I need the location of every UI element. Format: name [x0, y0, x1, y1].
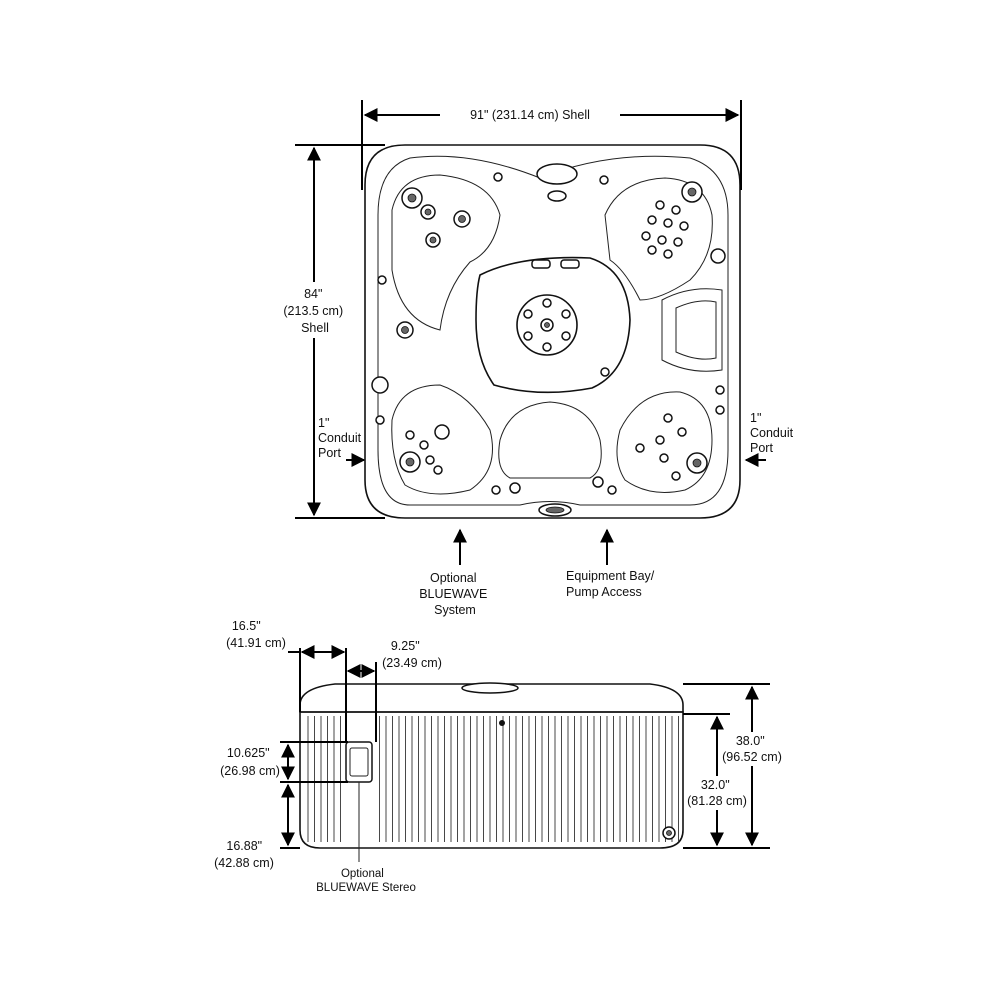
conduit-port-right-label: 1" Conduit Port	[750, 411, 797, 455]
seat-top-left	[391, 174, 501, 331]
cabinet-ribs	[307, 716, 679, 842]
bluewave-system-label: Optional BLUEWAVE System	[419, 571, 491, 617]
dim-38-label: 38.0" (96.52 cm)	[722, 734, 782, 764]
width-label: 91" (231.14 cm) Shell	[470, 108, 590, 122]
jets-top-left	[377, 172, 503, 339]
jets-bottom-left	[371, 376, 521, 495]
top-view: 91" (231.14 cm) Shell 84" (213.5 cm) She…	[268, 100, 797, 617]
seat-bottom-left	[391, 384, 493, 495]
dim-10-625-label: 10.625" (26.98 cm)	[220, 746, 280, 778]
top-console	[531, 163, 580, 269]
side-bluewave-speaker	[461, 682, 519, 694]
height-label: 84" (213.5 cm) Shell	[283, 287, 346, 335]
equipment-bay-label: Equipment Bay/ Pump Access	[566, 569, 658, 599]
jets-bottom-right	[592, 367, 725, 495]
conduit-port-left-label: 1" Conduit Port	[318, 416, 365, 460]
side-top-lip	[299, 683, 684, 713]
bluewave-system-speaker	[538, 503, 572, 517]
seat-top-right	[604, 177, 713, 301]
side-cabinet	[299, 711, 684, 849]
side-access-dot	[499, 720, 505, 726]
seat-bottom-right	[616, 391, 713, 493]
lounger-seat	[661, 288, 723, 372]
center-jet-cluster	[516, 294, 578, 356]
bluewave-stereo-label: Optional BLUEWAVE Stereo	[316, 868, 416, 894]
seat-bottom-center	[498, 401, 602, 479]
jets-top-right	[599, 175, 726, 264]
dim-32-label: 32.0" (81.28 cm)	[687, 778, 747, 808]
dim-16-5-label: 16.5" (41.91 cm)	[226, 619, 286, 650]
dim-16-88-label: 16.88" (42.88 cm)	[214, 839, 274, 870]
center-footwell	[475, 256, 631, 394]
tub-shell-outline	[364, 144, 741, 519]
side-view: 16.5" (41.91 cm) 9.25" (23.49 cm) 10.625…	[214, 619, 782, 894]
lounger-inner	[675, 300, 717, 360]
dim-9-25-label: 9.25" (23.49 cm)	[382, 639, 442, 670]
